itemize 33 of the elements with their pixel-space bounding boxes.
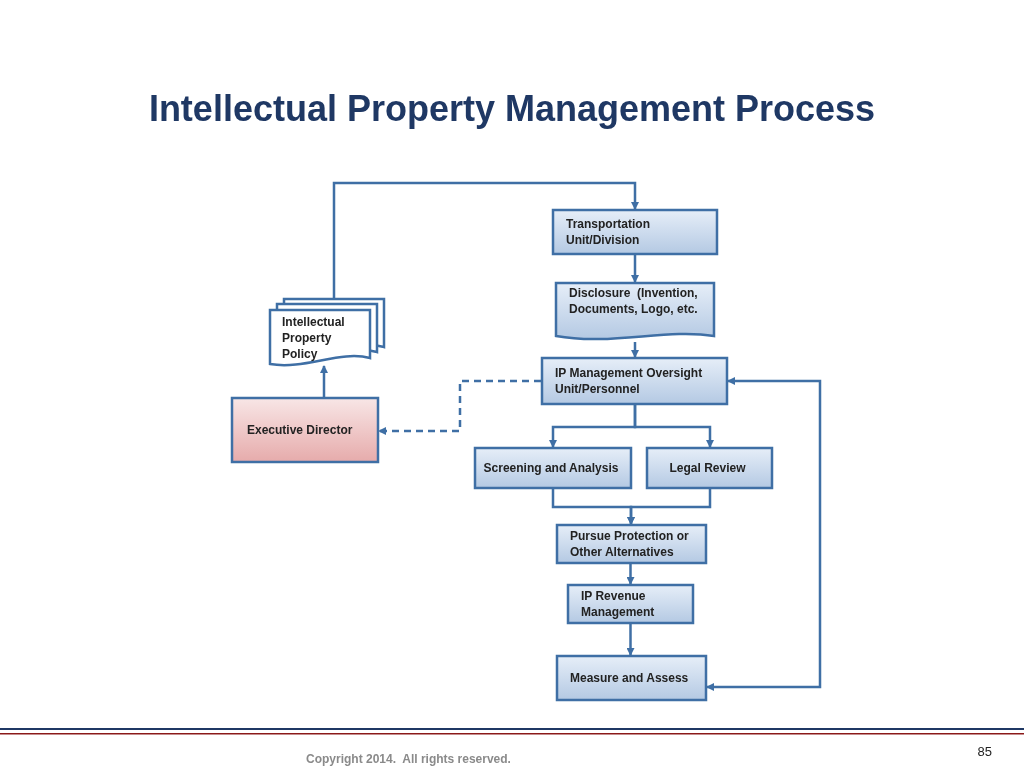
arrow	[626, 624, 635, 656]
process-box	[567, 584, 694, 624]
node-label: Pursue Protection or Other Alternatives	[570, 528, 690, 560]
arrow	[627, 489, 712, 525]
copyright-note: Copyright 2014. All rights reserved.	[306, 751, 511, 768]
node-label: Executive Director	[247, 422, 353, 438]
process-box	[474, 447, 632, 489]
node-label: Measure and Assess	[570, 670, 689, 686]
process-box	[646, 447, 773, 489]
arrow	[631, 255, 639, 283]
slide-title: Intellectual Property Management Process	[147, 87, 877, 131]
node-label: Transportation Unit/Division	[566, 216, 651, 248]
arrow	[706, 377, 822, 691]
node-label: IP Revenue Management	[581, 588, 656, 620]
process-box	[552, 209, 718, 255]
role-box	[231, 397, 379, 463]
arrow	[332, 181, 639, 298]
node-label: Legal Review	[669, 460, 746, 476]
page-number: 85	[977, 743, 992, 761]
process-box	[541, 357, 728, 405]
arrow	[631, 342, 639, 358]
node-label: Intellectual Property Policy	[282, 314, 346, 362]
multi-document-shape	[269, 298, 385, 366]
document-shape	[555, 282, 715, 342]
dashed-arrow	[378, 379, 541, 435]
node-label: Disclosure (Invention, Documents, Logo, etc.	[569, 285, 699, 317]
arrow	[633, 405, 714, 448]
process-box	[556, 655, 707, 701]
node-label: IP Management Oversight Unit/Personnel	[555, 365, 704, 397]
arrow	[320, 365, 328, 397]
process-box	[556, 524, 707, 564]
node-label: Screening and Analysis	[483, 460, 619, 476]
arrow	[626, 564, 635, 585]
